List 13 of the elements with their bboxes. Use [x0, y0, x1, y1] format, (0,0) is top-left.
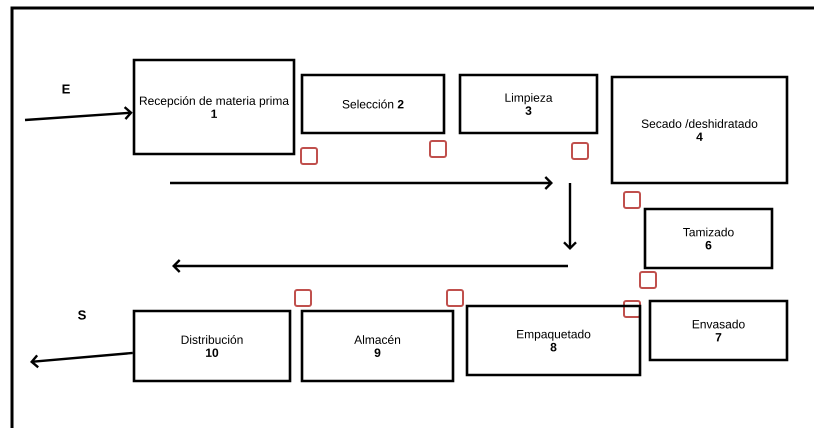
edge-label: S	[78, 310, 86, 320]
process-box: Selección 2	[300, 74, 446, 134]
process-box: Distribución 10	[132, 310, 292, 382]
process-box: Tamizado 6	[644, 208, 774, 270]
process-box: Recepción de materia prima 1	[132, 58, 296, 156]
process-box: Almacén 9	[300, 310, 454, 382]
process-box: Empaquetado 8	[466, 304, 642, 376]
edge-label: E	[62, 84, 70, 94]
process-box: Secado /deshidratado 4	[610, 76, 788, 184]
arrow	[30, 352, 133, 368]
process-box: Envasado 7	[648, 300, 788, 362]
process-box: Limpieza 3	[458, 74, 598, 134]
arrow	[24, 106, 133, 122]
